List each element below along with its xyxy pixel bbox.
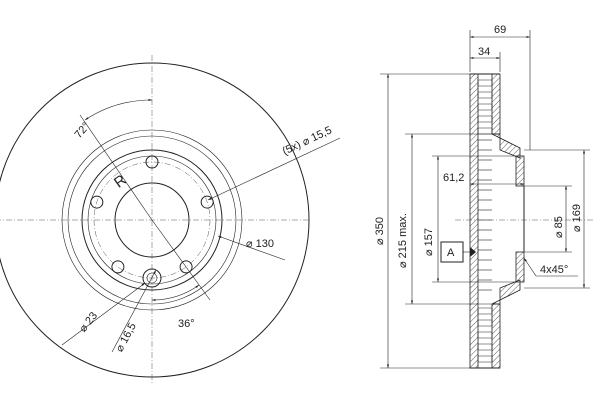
bolt-holes bbox=[90, 155, 214, 274]
hat-flange-bottom bbox=[515, 251, 525, 283]
section-view: 69 34 ⌀ 350 ⌀ 215 max. ⌀ 157 61,2 ⌀ 85 ⌀… bbox=[374, 24, 595, 369]
angle-36-arc bbox=[151, 284, 200, 302]
dia-215-label: ⌀ 215 max. bbox=[397, 213, 409, 268]
front-view: 72° R (5x) ⌀ 15,5 ⌀ 130 ⌀ 23 ⌀ 16,5 36° bbox=[0, 55, 341, 385]
angle-72-arc bbox=[84, 98, 153, 121]
angle-72-leader bbox=[79, 114, 153, 221]
dia-350-label: ⌀ 350 bbox=[374, 217, 386, 245]
hat-flange-top bbox=[515, 155, 525, 187]
vane bbox=[477, 307, 493, 315]
centre-hole-leader bbox=[61, 282, 146, 346]
vane bbox=[477, 319, 493, 327]
bolt-hole-4 bbox=[111, 260, 125, 274]
dia-157-label: ⌀ 157 bbox=[423, 228, 435, 256]
friction-face-right-top bbox=[491, 73, 501, 135]
vane bbox=[477, 343, 493, 351]
depth-61-label: 61,2 bbox=[443, 172, 464, 184]
vane bbox=[477, 103, 493, 111]
bolt-hole-3 bbox=[179, 260, 193, 274]
bolt-hole-label: (5x) ⌀ 15,5 bbox=[281, 124, 334, 157]
width-69-label: 69 bbox=[494, 24, 506, 36]
chamfer-leader bbox=[523, 257, 537, 277]
dia-85-label: ⌀ 85 bbox=[553, 216, 565, 238]
bolt-hole-5 bbox=[90, 195, 104, 209]
datum-label: A bbox=[447, 247, 455, 259]
bolt-hole-2 bbox=[200, 195, 214, 209]
vane bbox=[477, 355, 493, 363]
bolt-hole-leader bbox=[207, 137, 341, 201]
angle-72-label: 72° bbox=[73, 120, 93, 140]
friction-face-left bbox=[469, 73, 479, 369]
hat-wall-top bbox=[491, 133, 521, 159]
datum-triangle bbox=[470, 247, 476, 257]
angle-36-leader bbox=[151, 219, 211, 301]
centre-hole-label: ⌀ 23 bbox=[77, 310, 100, 335]
vane bbox=[477, 91, 493, 99]
pcd-label: ⌀ 130 bbox=[246, 238, 274, 250]
pin-hole-label: ⌀ 16,5 bbox=[114, 321, 139, 354]
pin-hole-leader bbox=[111, 269, 157, 353]
vane bbox=[477, 127, 493, 135]
pin-hole-inner bbox=[146, 272, 158, 284]
bolt-hole-1 bbox=[145, 155, 159, 169]
angle-36-label: 36° bbox=[178, 318, 195, 330]
offset-34-label: 34 bbox=[478, 46, 490, 58]
hat-wall-bottom bbox=[491, 279, 521, 305]
pcd-leader bbox=[217, 235, 286, 261]
vane bbox=[477, 79, 493, 87]
cooling-vanes bbox=[477, 79, 493, 363]
rotation-mark: R bbox=[111, 171, 130, 191]
vane bbox=[477, 115, 493, 123]
chamfer-label: 4x45° bbox=[540, 264, 568, 276]
dia-169-label: ⌀ 169 bbox=[571, 204, 583, 232]
friction-face-right-bottom bbox=[491, 303, 501, 369]
vane bbox=[477, 331, 493, 339]
